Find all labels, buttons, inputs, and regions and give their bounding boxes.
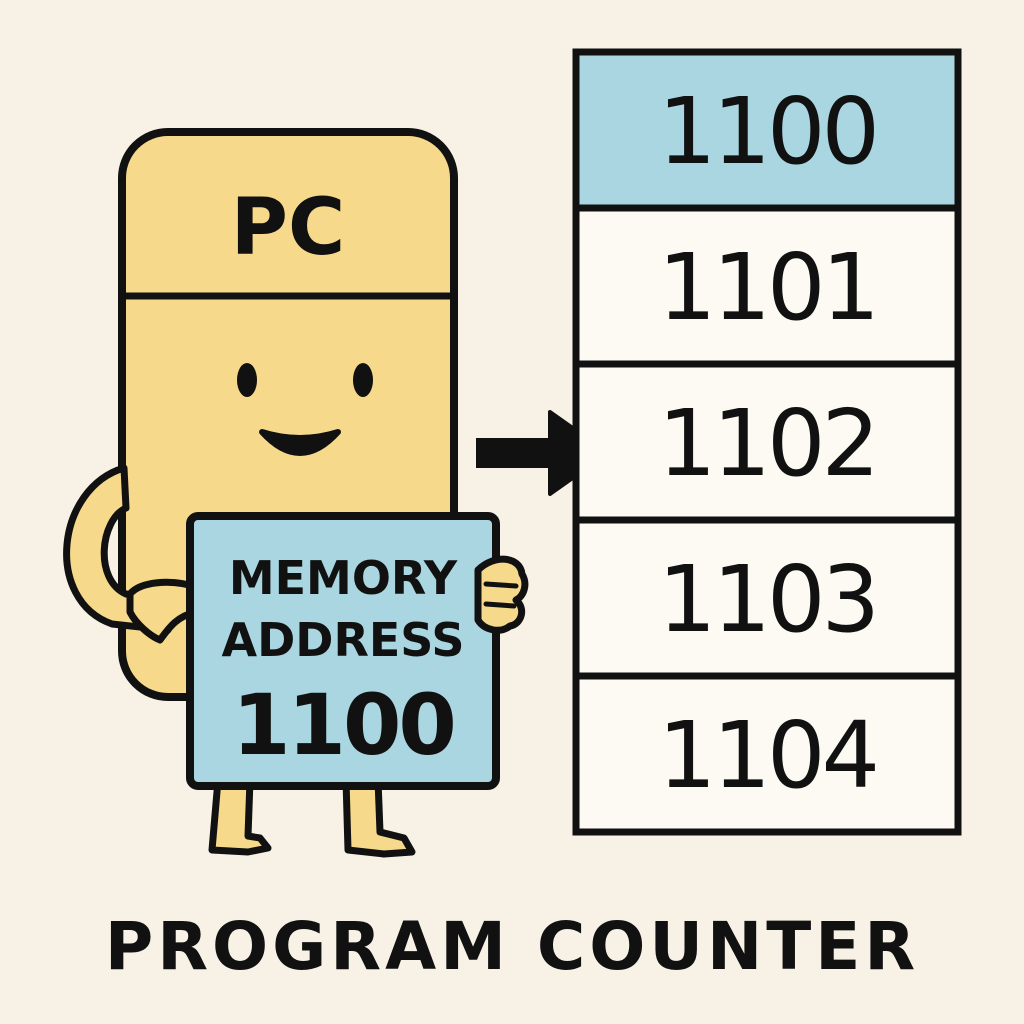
diagram-caption: PROGRAM COUNTER (104, 908, 920, 985)
right-hand-finger-2 (483, 601, 517, 609)
left-eye (237, 363, 257, 397)
memory-cell-address: 1102 (658, 390, 876, 497)
pc-label: PC (231, 183, 345, 273)
memory-cell: 1103 (572, 516, 962, 680)
memory-cell: 1104 (572, 672, 962, 836)
left-leg (208, 776, 272, 856)
left-hand (126, 578, 204, 644)
sign-line-address: ADDRESS (221, 613, 464, 667)
memory-cell-box (572, 360, 962, 524)
memory-cell-box (572, 672, 962, 836)
pc-character: PC MEMORY ADDRESS 1100 (63, 128, 529, 858)
memory-cell-address: 1101 (658, 234, 876, 341)
memory-cell: 1101 (572, 204, 962, 368)
memory-cell-address: 1100 (658, 78, 876, 185)
right-hand-finger-1 (483, 581, 519, 589)
memory-cell-box (572, 204, 962, 368)
sign-address-value: 1100 (232, 676, 454, 774)
memory-cell: 1100 (572, 48, 962, 212)
smile-mouth (259, 429, 341, 456)
right-hand (474, 555, 529, 634)
memory-address-sign (186, 512, 500, 790)
memory-cell-address: 1103 (658, 546, 876, 653)
memory-cell-box (572, 516, 962, 680)
right-eye (353, 363, 373, 397)
memory-cell-address: 1104 (658, 702, 876, 809)
sign-line-memory: MEMORY (229, 551, 458, 605)
right-leg (342, 776, 416, 858)
memory-cell: 1102 (572, 360, 962, 524)
memory-column: 1100 1101 1102 1103 1104 (572, 48, 962, 836)
left-arm (63, 464, 172, 634)
